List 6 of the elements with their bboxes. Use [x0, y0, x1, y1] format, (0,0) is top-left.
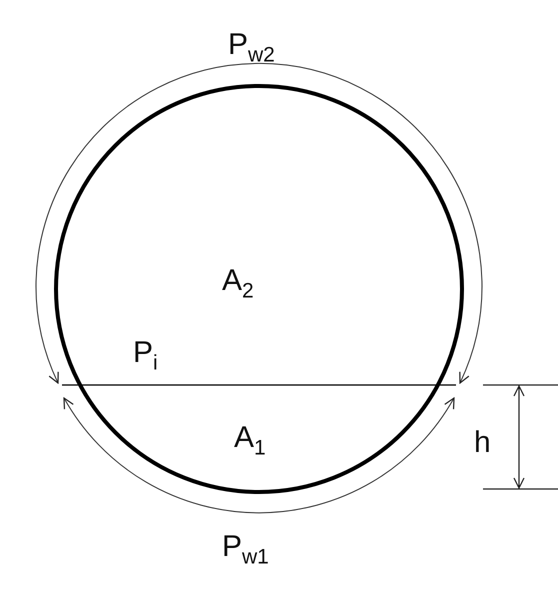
- variable-label: h: [474, 428, 491, 458]
- variable-label: P$_{i}$: [133, 338, 158, 374]
- variable-label: P$_{w2}$: [228, 30, 275, 66]
- variable-label: A$_{2}$: [222, 266, 254, 302]
- variable-label: A$_{1}$: [234, 423, 266, 458]
- variable-label: P$_{w1}$: [222, 532, 269, 568]
